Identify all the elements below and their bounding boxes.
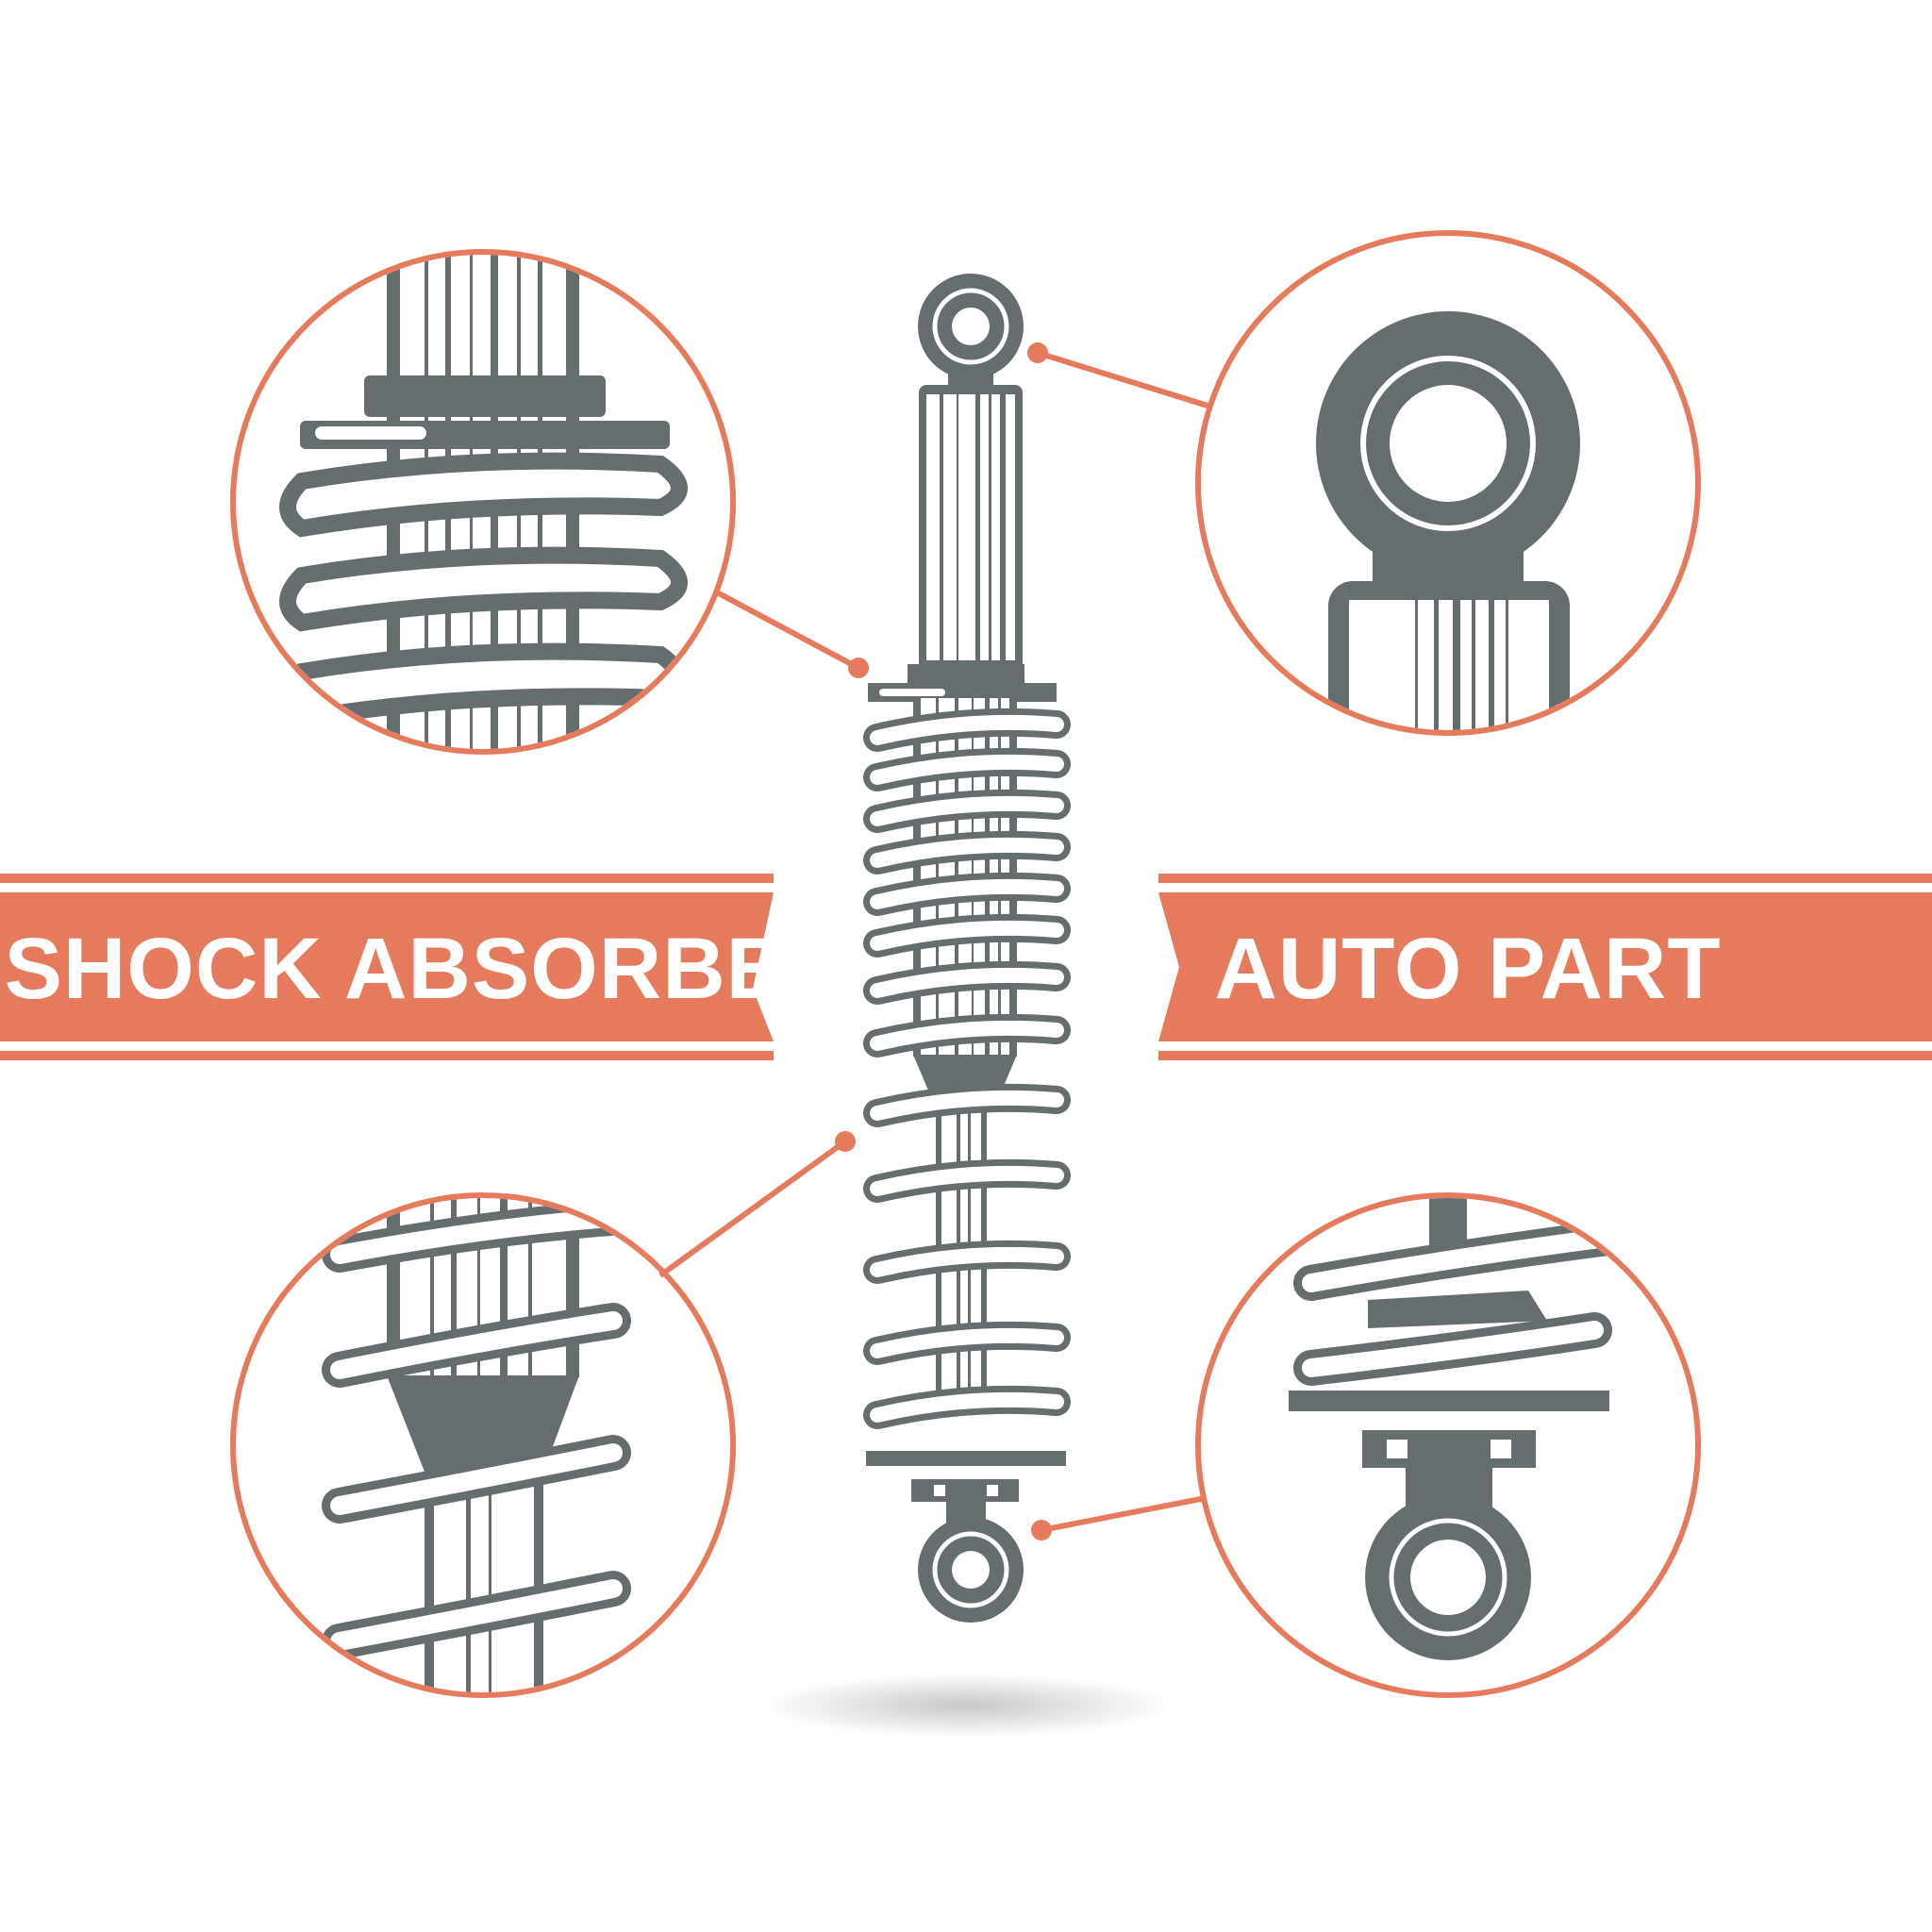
shock-absorber: [866, 274, 1066, 1623]
bottom-eye-mount-detail-icon: [1289, 1198, 1641, 1660]
spring-coil-detail-icon: [322, 1198, 641, 1692]
top-spring-seat: [868, 683, 1057, 702]
top-eye-mount-detail-icon: [1316, 311, 1580, 730]
callout-spring-top: [230, 249, 736, 755]
banner-left-text: SHOCK ABSORBER: [5, 921, 849, 1017]
top-cap: [908, 664, 1024, 683]
top-eye-mount: [918, 274, 1024, 387]
callout-lines: [658, 342, 1208, 1541]
bottom-collar: [911, 1479, 1019, 1502]
banner-left: SHOCK ABSORBER: [0, 874, 849, 1060]
banner-right-text: AUTO PART: [1214, 921, 1721, 1017]
callout-bottom-mount: [1195, 1192, 1701, 1698]
upper-tube: [919, 385, 1023, 670]
bottom-eye-mount: [918, 1517, 1024, 1623]
bottom-spring-seat: [866, 1451, 1066, 1466]
callout-top-mount: [1195, 230, 1701, 736]
ground-shadow: [758, 1674, 1174, 1738]
banner-right: AUTO PART: [1158, 874, 1932, 1060]
spring-top-detail-icon: [279, 255, 688, 749]
callout-spring-mid: [230, 1192, 736, 1698]
